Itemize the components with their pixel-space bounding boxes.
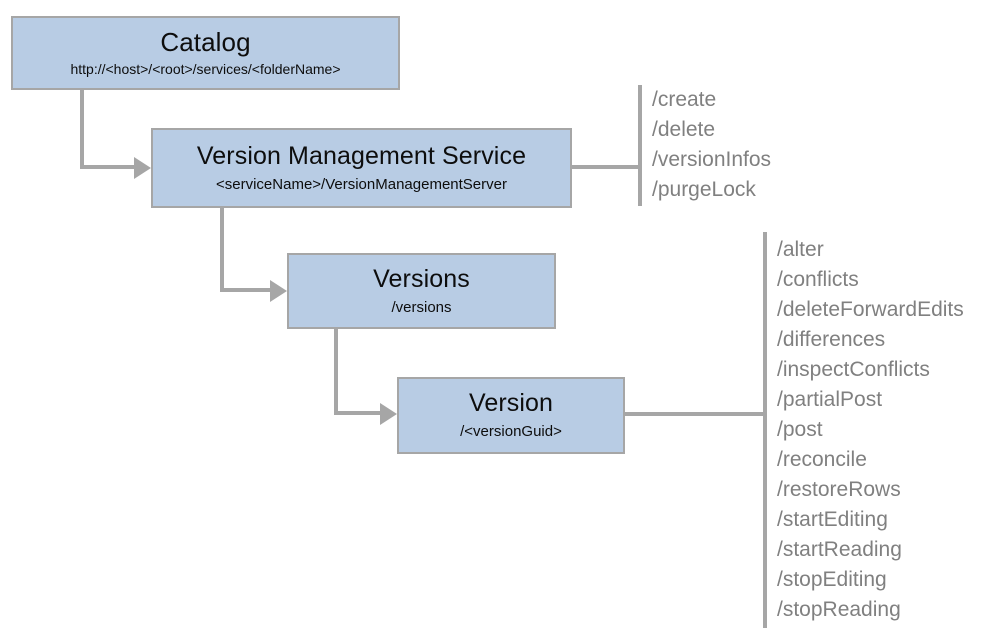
endpoint-item-version: /stopReading [777, 598, 901, 621]
arrowhead-icon-versions-to-version [380, 403, 397, 425]
endpoint-item-version: /partialPost [777, 388, 883, 411]
connector-catalog-to-service-horizontal [80, 165, 136, 169]
connector-service-to-versions-horizontal [220, 288, 272, 292]
node-version-management-service-path: <serviceName>/VersionManagementServer [216, 175, 507, 193]
arrowhead-icon-service-to-versions [270, 280, 287, 302]
node-version-management-service: Version Management Service <serviceName>… [151, 128, 572, 208]
connector-catalog-to-service-vertical [80, 90, 84, 169]
endpoint-item-service: /create [652, 88, 717, 111]
arrowhead-icon-catalog-to-service [134, 157, 151, 179]
endpoint-item-version: /startReading [777, 538, 902, 561]
connector-service-to-versions-vertical [220, 208, 224, 292]
node-version-title: Version [468, 389, 554, 418]
node-versions-path: /versions [391, 298, 452, 316]
endpoint-item-version: /reconcile [777, 448, 867, 471]
endpoint-item-service: /delete [652, 118, 716, 141]
node-version: Version /<versionGuid> [397, 377, 625, 454]
connector-versions-to-version-vertical [334, 329, 338, 415]
endpoint-item-service: /versionInfos [652, 148, 772, 171]
endpoint-item-version: /deleteForwardEdits [777, 298, 964, 321]
endpoint-item-version: /alter [777, 238, 824, 261]
leader-line-service-operations [572, 165, 642, 169]
connector-versions-to-version-horizontal [334, 411, 382, 415]
endpoint-item-version: /post [777, 418, 823, 441]
endpoint-item-service: /purgeLock [652, 178, 756, 201]
endpoint-item-version: /inspectConflicts [777, 358, 930, 381]
endpoint-item-version: /startEditing [777, 508, 888, 531]
endpoint-item-version: /stopEditing [777, 568, 887, 591]
leader-line-version-operations [625, 412, 767, 416]
endpoint-item-version: /restoreRows [777, 478, 901, 501]
endpoint-list-service-operations: /create/delete/versionInfos/purgeLock [652, 85, 771, 205]
node-catalog-title: Catalog [160, 27, 251, 58]
node-version-path: /<versionGuid> [460, 423, 562, 441]
endpoint-list-version-operations: /alter/conflicts/deleteForwardEdits/diff… [777, 235, 964, 625]
node-catalog-path: http://<host>/<root>/services/<folderNam… [70, 61, 341, 78]
node-versions-title: Versions [373, 264, 470, 293]
node-versions: Versions /versions [287, 253, 556, 329]
node-version-management-service-title: Version Management Service [196, 141, 527, 170]
endpoint-item-version: /differences [777, 328, 886, 351]
brace-version-operations [763, 232, 767, 628]
node-catalog: Catalog http://<host>/<root>/services/<f… [11, 16, 400, 90]
brace-service-operations [638, 85, 642, 206]
endpoint-item-version: /conflicts [777, 268, 859, 291]
